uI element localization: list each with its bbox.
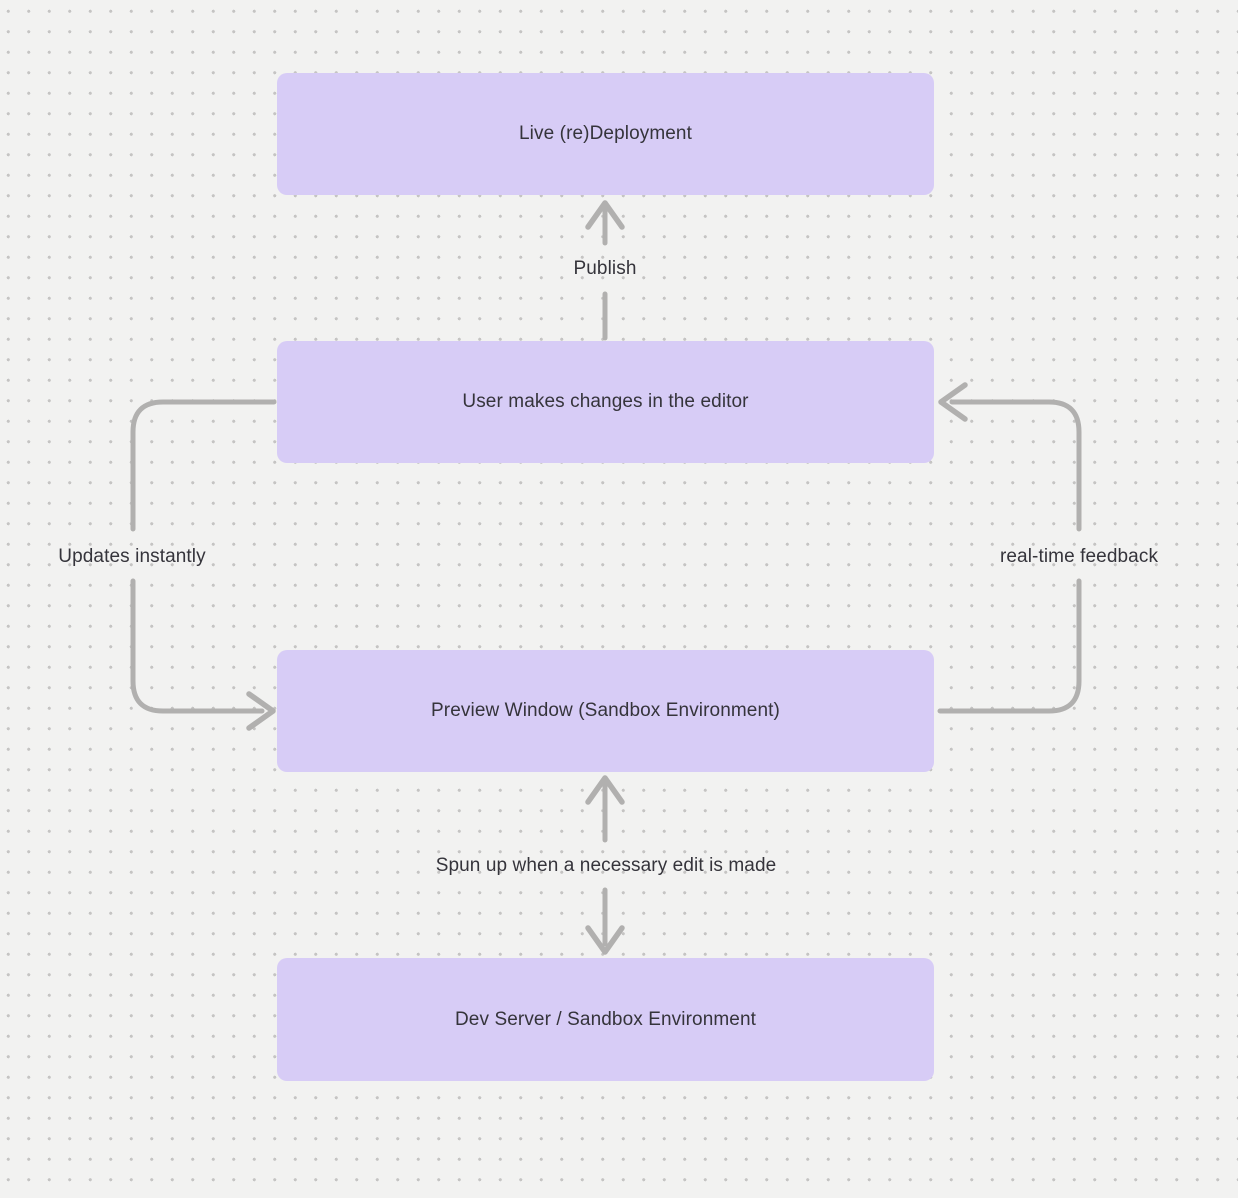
edge-label-spun-up: Spun up when a necessary edit is made bbox=[435, 855, 777, 876]
node-dev-server[interactable]: Dev Server / Sandbox Environment bbox=[277, 958, 934, 1081]
updates-instantly-arrow-segment-upper bbox=[130, 399, 277, 532]
updates-instantly-arrow-segment-lower bbox=[130, 578, 265, 714]
real-time-feedback-arrow-segment-upper bbox=[949, 399, 1082, 532]
node-live-deployment[interactable]: Live (re)Deployment bbox=[277, 73, 934, 195]
node-preview-window[interactable]: Preview Window (Sandbox Environment) bbox=[277, 650, 934, 772]
spun-up-arrowhead-up-icon bbox=[585, 775, 625, 805]
edge-label-updates-instantly: Updates instantly bbox=[58, 546, 206, 567]
real-time-feedback-arrow-segment-lower bbox=[937, 578, 1082, 714]
spun-up-arrowhead-down-icon bbox=[585, 925, 625, 955]
edge-label-publish: Publish bbox=[573, 258, 637, 279]
updates-instantly-arrowhead-right-icon bbox=[246, 691, 276, 731]
node-dev-server-label: Dev Server / Sandbox Environment bbox=[454, 1008, 756, 1030]
node-preview-window-label: Preview Window (Sandbox Environment) bbox=[431, 700, 780, 721]
node-user-editor[interactable]: User makes changes in the editor bbox=[277, 341, 934, 463]
publish-arrowhead-up-icon bbox=[585, 200, 625, 230]
node-live-deployment-label: Live (re)Deployment bbox=[519, 123, 692, 144]
edge-label-real-time-feedback: real-time feedback bbox=[999, 546, 1159, 567]
real-time-feedback-arrowhead-left-icon bbox=[938, 382, 968, 422]
node-user-editor-label: User makes changes in the editor bbox=[462, 391, 749, 412]
